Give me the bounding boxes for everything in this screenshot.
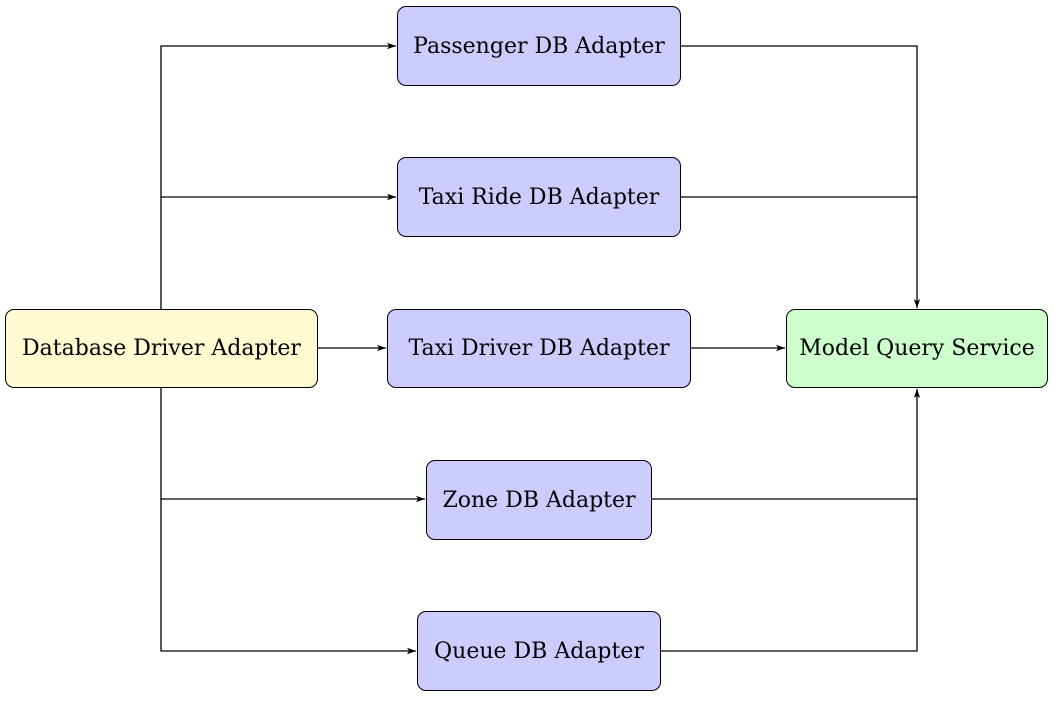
edge-passenger-to-model [681,45,921,308]
node-label: Taxi Driver DB Adapter [408,336,670,361]
node-label: Zone DB Adapter [442,487,636,513]
edge-driver-to-queue [160,499,416,655]
node-model-query-service: Model Query Service [786,309,1048,388]
node-zone-db-adapter: Zone DB Adapter [426,460,652,540]
edge-driver-to-zone [160,388,425,503]
node-label: Passenger DB Adapter [413,33,665,59]
node-label: Queue DB Adapter [434,638,644,664]
node-taxi-ride-db-adapter: Taxi Ride DB Adapter [397,157,681,237]
node-queue-db-adapter: Queue DB Adapter [417,611,661,691]
edge-driver-to-passenger [160,42,396,309]
node-label: Model Query Service [799,336,1035,361]
node-passenger-db-adapter: Passenger DB Adapter [397,6,681,86]
node-database-driver-adapter: Database Driver Adapter [5,309,318,388]
edge-queue-to-model [661,499,918,652]
node-label: Taxi Ride DB Adapter [418,184,660,210]
node-label: Database Driver Adapter [22,336,301,361]
edge-zone-to-model [652,389,921,500]
node-taxi-driver-db-adapter: Taxi Driver DB Adapter [387,309,691,388]
